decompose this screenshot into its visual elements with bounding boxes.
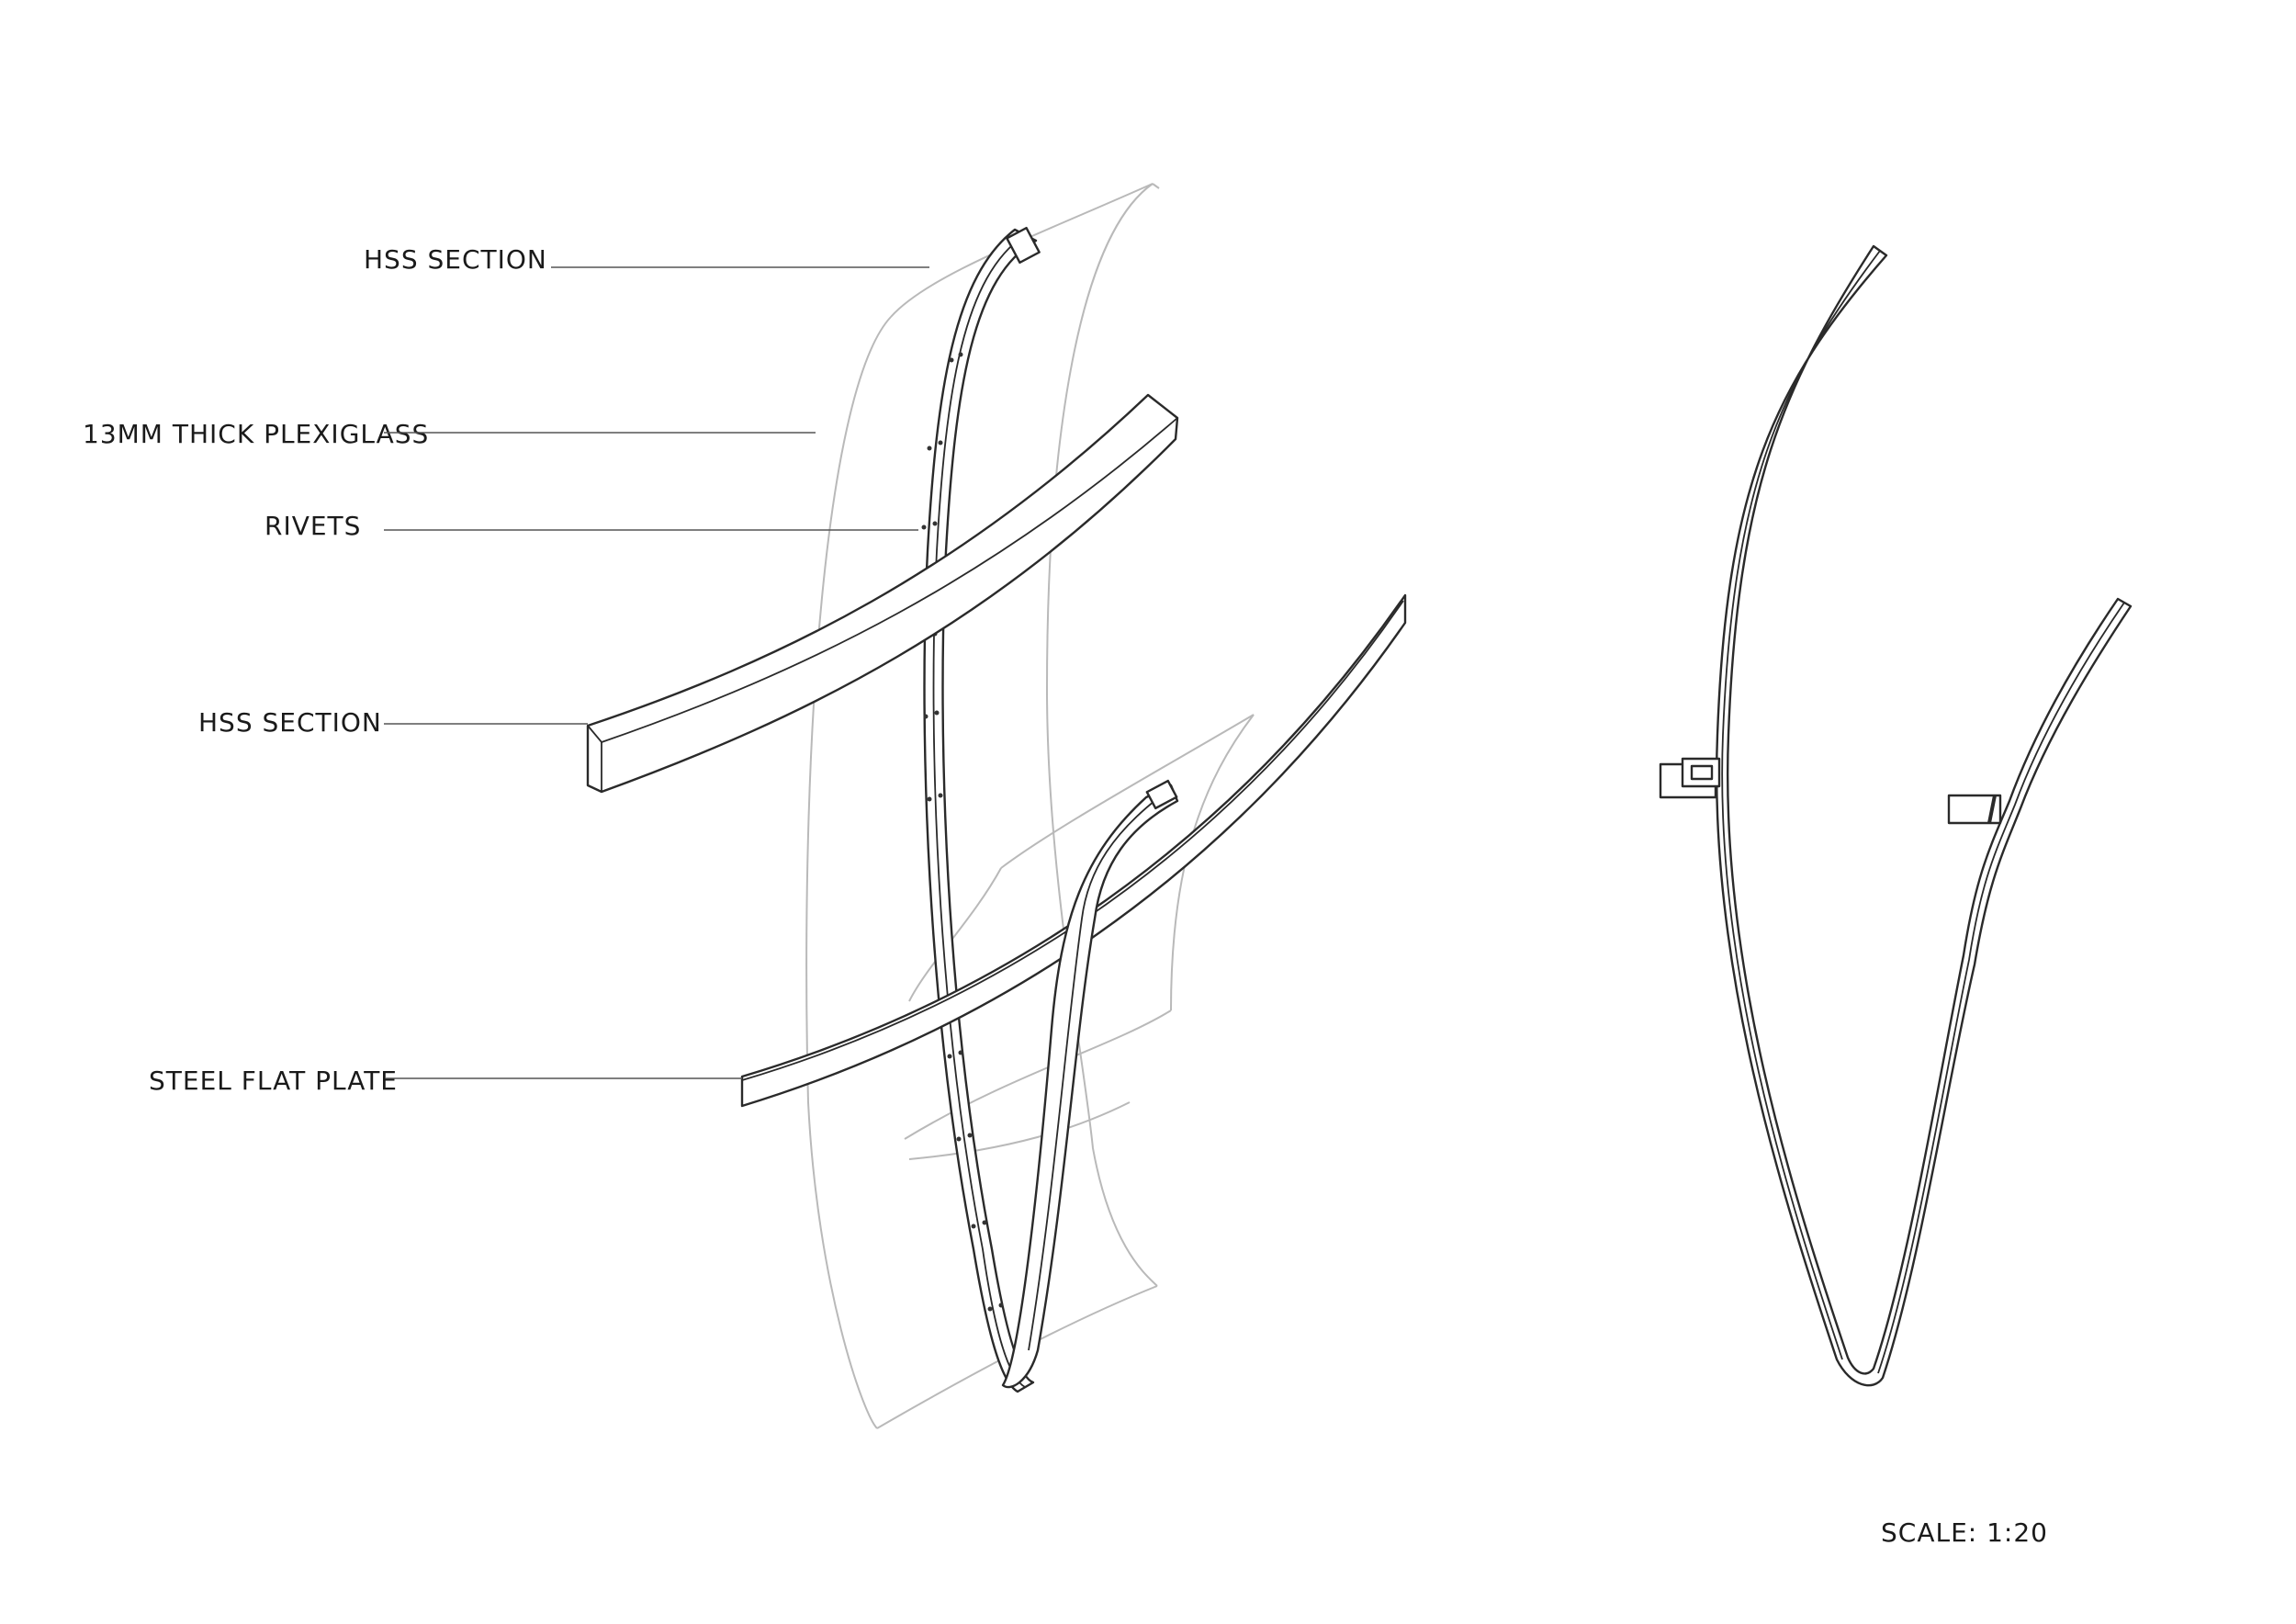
hss-section-second-member (1001, 779, 1179, 1389)
rivet (987, 1306, 993, 1312)
rivet (927, 796, 932, 802)
rivet (958, 1050, 963, 1055)
rivet (938, 440, 943, 445)
annotations: HSS SECTION 13MM THICK PLEXIGLASS RIVETS… (83, 244, 929, 1096)
hss-section-arc-upper (586, 393, 1179, 794)
hss-section-curved-member (923, 226, 1041, 1393)
rivet (967, 1133, 973, 1138)
label-steel-flat-plate: STEEL FLAT PLATE (149, 1066, 398, 1096)
label-rivets: RIVETS (264, 511, 361, 541)
rivet (949, 357, 954, 363)
exploded-assembly (586, 183, 1407, 1429)
rivet (971, 1224, 976, 1229)
label-plexiglass: 13MM THICK PLEXIGLASS (83, 419, 429, 449)
rivet (938, 793, 943, 798)
rivet (956, 1136, 962, 1142)
rivet (958, 352, 963, 357)
rivet (998, 1303, 1004, 1308)
rivet (927, 445, 932, 451)
rivet (921, 524, 927, 530)
elevation-plate-end-right (1947, 794, 2002, 825)
label-hss-section-mid: HSS SECTION (198, 707, 382, 738)
rivet (947, 1054, 952, 1059)
rivet (923, 714, 929, 719)
label-hss-section-top: HSS SECTION (364, 244, 547, 275)
rivet (932, 521, 938, 526)
rivet (982, 1220, 987, 1225)
rivet (934, 710, 940, 716)
scale-label: SCALE: 1:20 (1881, 1517, 2048, 1548)
elevation-view (1659, 244, 2133, 1387)
elevation-hss-end-left (1659, 757, 1721, 799)
